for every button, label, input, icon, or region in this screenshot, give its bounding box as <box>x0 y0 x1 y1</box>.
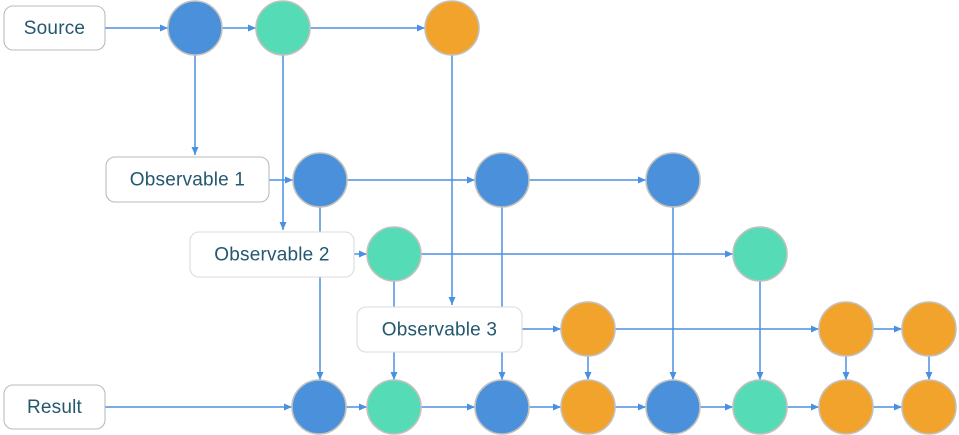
marble-result-r3[interactable] <box>474 379 530 435</box>
connector-layer <box>105 24 933 411</box>
lane-label-box-observable-1[interactable] <box>105 156 270 203</box>
marble-source-s2[interactable] <box>255 0 311 56</box>
marble-result-r6[interactable] <box>732 379 788 435</box>
lane-label-text-result: Result <box>27 397 83 418</box>
lane-label-box-observable-2[interactable] <box>189 231 355 278</box>
marble-result-r8[interactable] <box>901 379 957 435</box>
lane-label-text-observable-3: Observable 3 <box>382 320 497 341</box>
lane-label-text-observable-2: Observable 2 <box>214 245 329 266</box>
marble-observable-2-o2b[interactable] <box>732 226 788 282</box>
marble-result-r4[interactable] <box>560 379 616 435</box>
marble-result-r7[interactable] <box>818 379 874 435</box>
marble-observable-1-o1c[interactable] <box>645 152 701 208</box>
marble-observable-3-o3c[interactable] <box>901 301 957 357</box>
marble-result-r5[interactable] <box>645 379 701 435</box>
marble-observable-1-o1b[interactable] <box>474 152 530 208</box>
lane-label-box-source[interactable] <box>3 5 106 51</box>
lane-label-text-observable-1: Observable 1 <box>130 170 245 191</box>
lane-label-text-source: Source <box>24 18 85 39</box>
marble-layer <box>167 0 957 435</box>
marble-source-s3[interactable] <box>424 0 480 56</box>
marble-observable-1-o1a[interactable] <box>292 152 348 208</box>
marble-source-s1[interactable] <box>167 0 223 56</box>
marble-result-r2[interactable] <box>366 379 422 435</box>
marble-observable-3-o3b[interactable] <box>818 301 874 357</box>
marble-observable-3-o3a[interactable] <box>560 301 616 357</box>
marble-observable-2-o2a[interactable] <box>366 226 422 282</box>
lane-label-box-observable-3[interactable] <box>356 306 523 353</box>
lane-label-box-result[interactable] <box>3 384 106 430</box>
marble-result-r1[interactable] <box>291 379 347 435</box>
